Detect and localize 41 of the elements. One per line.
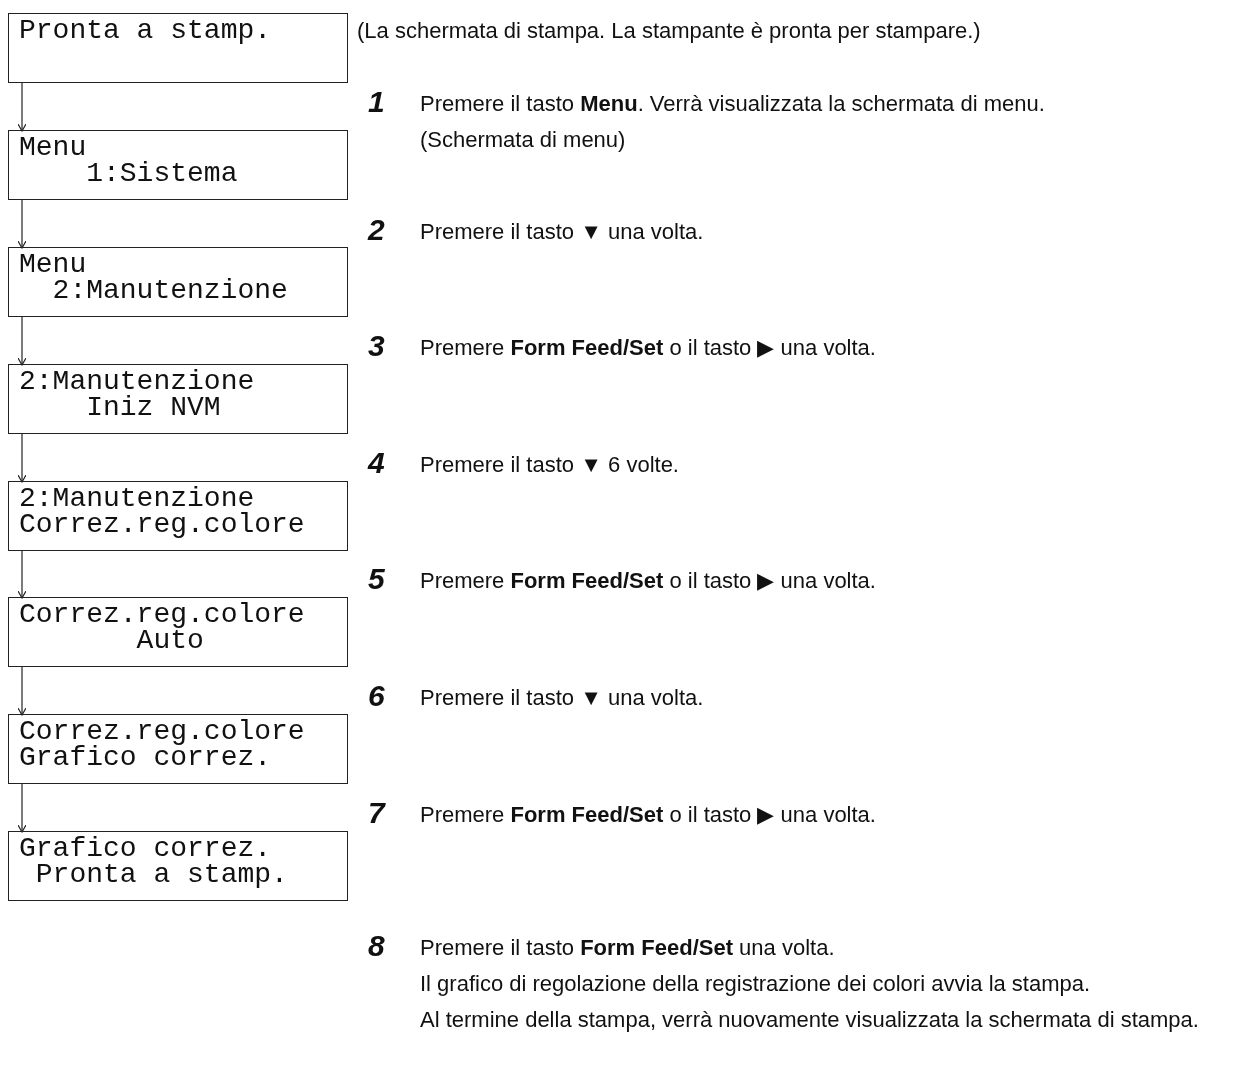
step-number: 6	[368, 680, 385, 712]
step-number: 8	[368, 930, 385, 962]
arrow	[17, 550, 27, 599]
step-text: Premere Form Feed/Set o il tasto ▶ una volta.	[420, 567, 877, 595]
step-text: Il grafico di regolazione della registrazione dei colori avvia la stampa.	[420, 970, 1092, 998]
step-text: Premere il tasto Menu. Verrà visualizzata la schermata di menu.	[420, 90, 1046, 118]
step-text: Al termine della stampa, verrà nuovamente visualizzata la schermata di stampa.	[420, 1006, 1200, 1034]
display-screen	[8, 13, 348, 83]
step-number: 1	[368, 86, 385, 118]
arrow	[17, 82, 27, 132]
display-screen	[8, 364, 348, 434]
display-screen	[8, 597, 348, 667]
screen-caption: (La schermata di stampa. La stampante è pronta per stampare.)	[357, 17, 981, 45]
step-text: Premere il tasto ▼ una volta.	[420, 684, 705, 712]
screen-text: Menu	[19, 132, 87, 163]
step-text: Premere il tasto ▼ 6 volte.	[420, 451, 680, 479]
arrow	[17, 316, 27, 366]
step-number: 2	[368, 214, 385, 246]
step-number: 3	[368, 330, 385, 362]
display-screen	[8, 714, 348, 784]
screen-text: Correz.reg.colore	[19, 599, 305, 630]
screen-text: 1:Sistema	[86, 158, 238, 189]
display-screen	[8, 247, 348, 317]
arrow	[17, 433, 27, 483]
step-number: 5	[368, 563, 385, 595]
arrow	[17, 666, 27, 716]
step-text: Premere Form Feed/Set o il tasto ▶ una volta.	[420, 801, 877, 829]
arrow	[17, 199, 27, 249]
screen-text: Pronta a stamp.	[19, 15, 272, 46]
step-number: 4	[368, 447, 385, 479]
step-text: (Schermata di menu)	[420, 126, 627, 154]
display-screen	[8, 831, 348, 901]
step-text: Premere il tasto ▼ una volta.	[420, 218, 705, 246]
arrow	[17, 783, 27, 833]
screen-text: Correz.reg.colore	[19, 509, 305, 540]
screen-text: Iniz NVM	[86, 392, 221, 423]
step-text: Premere il tasto Form Feed/Set una volta.	[420, 934, 836, 962]
display-screen	[8, 481, 348, 551]
display-screen	[8, 130, 348, 200]
step-text: Premere Form Feed/Set o il tasto ▶ una volta.	[420, 334, 877, 362]
step-number: 7	[368, 797, 385, 829]
